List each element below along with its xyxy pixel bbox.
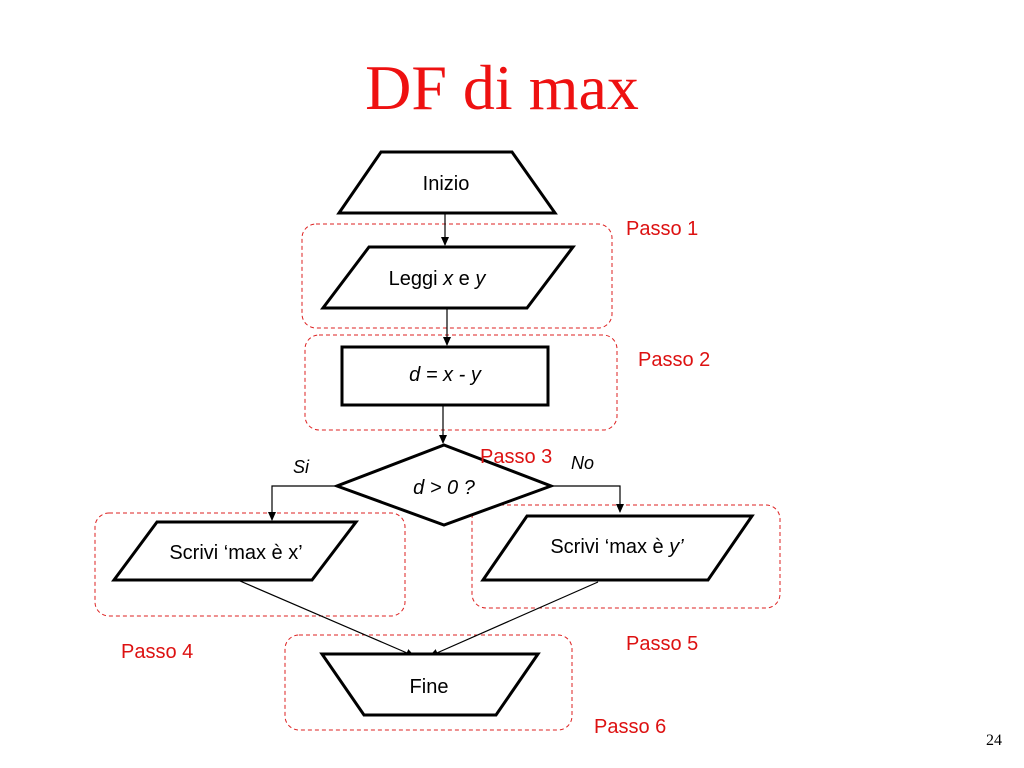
step-group-4 xyxy=(94,512,406,617)
slide-title: DF di max xyxy=(365,52,639,123)
output-x-label: Scrivi ‘max è x’ xyxy=(169,542,302,564)
step-label-6: Passo 6 xyxy=(594,716,666,738)
output-node-x xyxy=(111,520,360,582)
input-label: Leggi x e y xyxy=(389,268,487,290)
end-terminal xyxy=(319,652,541,717)
output-node-y xyxy=(480,514,755,582)
step-label-5: Passo 5 xyxy=(626,633,698,655)
arrow-decision-yes xyxy=(268,485,337,521)
process-node xyxy=(340,345,550,407)
step-label-3: Passo 3 xyxy=(480,446,552,468)
start-terminal xyxy=(336,150,558,215)
decision-node xyxy=(332,443,556,527)
start-label: Inizio xyxy=(423,173,470,195)
step-label-2: Passo 2 xyxy=(638,349,710,371)
branch-no-label: No xyxy=(571,453,594,473)
decision-label: d > 0 ? xyxy=(413,477,476,499)
step-group-2 xyxy=(304,334,618,431)
branch-yes-label: Si xyxy=(293,457,310,477)
step-label-1: Passo 1 xyxy=(626,218,698,240)
step-group-5 xyxy=(471,504,781,609)
page-number: 24 xyxy=(986,732,1002,749)
step-group-6 xyxy=(284,634,573,731)
arrow-write-y-to-end xyxy=(429,581,599,657)
process-label: d = x - y xyxy=(409,364,482,386)
step-group-1 xyxy=(301,223,613,329)
input-node xyxy=(319,245,577,310)
output-y-label: Scrivi ‘max è y’ xyxy=(550,536,684,558)
step-label-4: Passo 4 xyxy=(121,641,193,663)
end-label: Fine xyxy=(410,676,449,698)
arrow-write-x-to-end xyxy=(239,580,415,657)
arrow-decision-no xyxy=(551,485,624,513)
